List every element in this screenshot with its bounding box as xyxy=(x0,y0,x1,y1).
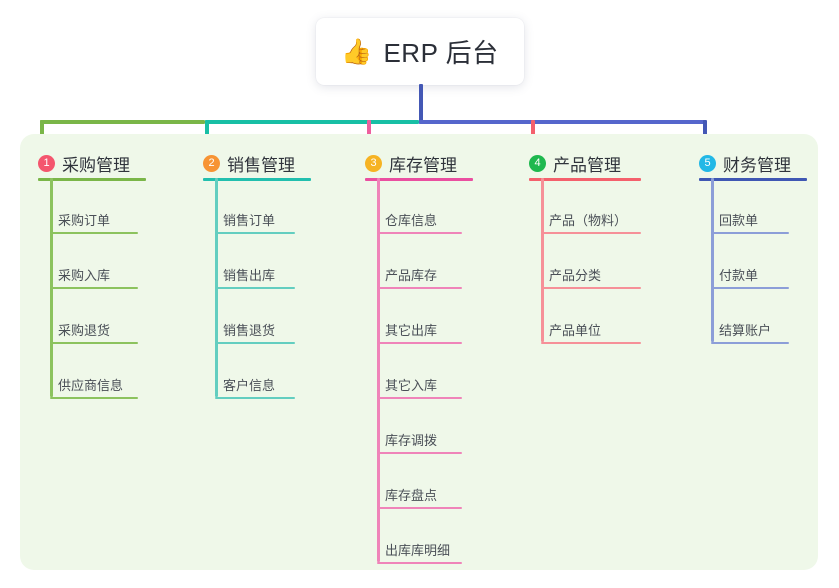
item-label[interactable]: 其它入库 xyxy=(385,378,438,393)
column-badge-purchase: 1 xyxy=(38,154,55,172)
item-rule xyxy=(50,342,138,344)
item-label[interactable]: 付款单 xyxy=(719,268,759,283)
item-rule xyxy=(50,287,138,289)
column-header-sales[interactable]: 2 销售管理 xyxy=(203,150,295,176)
column-badge-product: 4 xyxy=(529,154,546,172)
root-node[interactable]: 👍 ERP 后台 xyxy=(316,18,524,85)
item-label[interactable]: 采购订单 xyxy=(58,213,111,228)
column-title-sales: 销售管理 xyxy=(227,155,295,175)
item-rule xyxy=(50,397,138,399)
item-label[interactable]: 出库库明细 xyxy=(385,543,451,558)
root-title: ERP 后台 xyxy=(383,38,499,68)
column-title-product: 产品管理 xyxy=(553,155,621,175)
item-label[interactable]: 销售订单 xyxy=(223,213,276,228)
column-rule-product xyxy=(529,178,641,181)
item-rule xyxy=(377,452,462,454)
item-rule xyxy=(377,562,462,564)
item-label[interactable]: 其它出库 xyxy=(385,323,438,338)
item-label[interactable]: 产品（物料） xyxy=(549,213,628,228)
item-rule xyxy=(377,342,462,344)
column-spine-inventory xyxy=(377,178,380,562)
item-rule xyxy=(377,507,462,509)
column-title-purchase: 采购管理 xyxy=(62,155,130,175)
column-header-finance[interactable]: 5 财务管理 xyxy=(699,150,791,176)
item-label[interactable]: 采购退货 xyxy=(58,323,111,338)
item-rule xyxy=(215,232,295,234)
item-label[interactable]: 采购入库 xyxy=(58,268,111,283)
item-label[interactable]: 产品分类 xyxy=(549,268,602,283)
item-label[interactable]: 产品库存 xyxy=(385,268,438,283)
column-header-purchase[interactable]: 1 采购管理 xyxy=(38,150,130,176)
item-rule xyxy=(377,232,462,234)
item-label[interactable]: 产品单位 xyxy=(549,323,602,338)
column-badge-sales: 2 xyxy=(203,154,220,172)
column-rule-finance xyxy=(699,178,807,181)
column-spine-product xyxy=(541,178,544,342)
item-rule xyxy=(541,287,641,289)
item-rule xyxy=(215,397,295,399)
column-header-product[interactable]: 4 产品管理 xyxy=(529,150,621,176)
item-rule xyxy=(377,287,462,289)
item-rule xyxy=(215,342,295,344)
bus-segment-teal xyxy=(205,120,419,124)
column-rule-inventory xyxy=(365,178,473,181)
item-rule xyxy=(377,397,462,399)
item-label[interactable]: 库存盘点 xyxy=(385,488,438,503)
trunk-line xyxy=(419,84,423,124)
column-rule-purchase xyxy=(38,178,146,181)
item-label[interactable]: 供应商信息 xyxy=(58,378,124,393)
item-rule xyxy=(215,287,295,289)
column-badge-inventory: 3 xyxy=(365,154,382,172)
column-rule-sales xyxy=(203,178,311,181)
item-label[interactable]: 结算账户 xyxy=(719,323,772,338)
item-label[interactable]: 销售出库 xyxy=(223,268,276,283)
item-rule xyxy=(711,232,789,234)
column-badge-finance: 5 xyxy=(699,154,716,172)
item-rule xyxy=(541,342,641,344)
item-label[interactable]: 仓库信息 xyxy=(385,213,438,228)
bus-segment-indigo xyxy=(419,120,705,124)
item-label[interactable]: 库存调拨 xyxy=(385,433,438,448)
item-rule xyxy=(50,232,138,234)
branch-panel: 1 采购管理采购订单采购入库采购退货供应商信息 2 销售管理销售订单销售出库销售退货客… xyxy=(20,134,818,570)
bus-segment-green xyxy=(40,120,205,124)
column-header-inventory[interactable]: 3 库存管理 xyxy=(365,150,457,176)
column-title-finance: 财务管理 xyxy=(723,155,791,175)
column-spine-finance xyxy=(711,178,714,342)
item-label[interactable]: 客户信息 xyxy=(223,378,276,393)
item-label[interactable]: 回款单 xyxy=(719,213,759,228)
thumbs-up-icon: 👍 xyxy=(341,37,373,66)
item-rule xyxy=(711,287,789,289)
column-title-inventory: 库存管理 xyxy=(389,155,457,175)
item-rule xyxy=(711,342,789,344)
item-rule xyxy=(541,232,641,234)
item-label[interactable]: 销售退货 xyxy=(223,323,276,338)
